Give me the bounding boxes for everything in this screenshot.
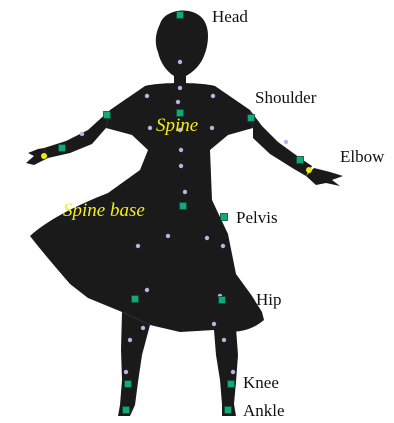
joint-marker-elbow-right — [297, 157, 304, 164]
label-pelvis: Pelvis — [236, 209, 278, 226]
skeleton-point-19 — [212, 322, 216, 326]
left-leg-silhouette — [118, 312, 150, 416]
skeleton-point-18 — [141, 326, 145, 330]
label-head: Head — [212, 8, 248, 25]
skeleton-point-4 — [211, 94, 215, 98]
skeleton-point-22 — [124, 370, 128, 374]
skeleton-point-21 — [222, 338, 226, 342]
joint-marker-hip-left — [132, 296, 139, 303]
skeleton-point-9 — [179, 148, 183, 152]
right-arm-silhouette — [250, 110, 312, 176]
label-hip: Hip — [256, 291, 282, 308]
label-elbow: Elbow — [340, 148, 384, 165]
skeleton-point-10 — [179, 164, 183, 168]
skeleton-point-12 — [166, 234, 170, 238]
skeleton-point-16 — [145, 288, 149, 292]
skeleton-point-24 — [80, 132, 84, 136]
label-spine-base: Spine base — [63, 201, 145, 220]
skeleton-point-25 — [284, 140, 288, 144]
label-shoulder: Shoulder — [255, 89, 316, 106]
joint-marker-ankle-right — [225, 407, 232, 414]
joint-marker-elbow-left — [59, 145, 66, 152]
label-ankle: Ankle — [243, 402, 285, 419]
joint-marker-knee-right — [228, 381, 235, 388]
skeleton-point-11 — [183, 190, 187, 194]
skeleton-point-2 — [178, 86, 182, 90]
head-silhouette — [156, 10, 208, 76]
joint-marker-shoulder-right — [248, 115, 255, 122]
skeleton-point-23 — [231, 370, 235, 374]
joint-marker-shoulder-left — [104, 112, 111, 119]
skeleton-point-20 — [128, 338, 132, 342]
label-knee: Knee — [243, 374, 279, 391]
joint-marker-spine-base — [180, 203, 187, 210]
left-arm-silhouette — [44, 110, 110, 158]
joint-marker-hip-right — [219, 297, 226, 304]
joint-marker-knee-left — [125, 381, 132, 388]
hand-marker-left — [41, 153, 47, 159]
skeleton-point-14 — [136, 244, 140, 248]
joint-marker-head — [177, 12, 184, 19]
skeleton-point-8 — [210, 126, 214, 130]
skeleton-point-3 — [145, 94, 149, 98]
label-spine: Spine — [156, 116, 198, 135]
joint-marker-ankle-left — [123, 407, 130, 414]
skeleton-point-1 — [178, 60, 182, 64]
joint-marker-pelvis — [221, 214, 228, 221]
skeleton-point-5 — [176, 100, 180, 104]
skeleton-point-15 — [221, 244, 225, 248]
skeleton-point-7 — [148, 126, 152, 130]
skeleton-point-13 — [205, 236, 209, 240]
hand-marker-right — [306, 167, 312, 173]
